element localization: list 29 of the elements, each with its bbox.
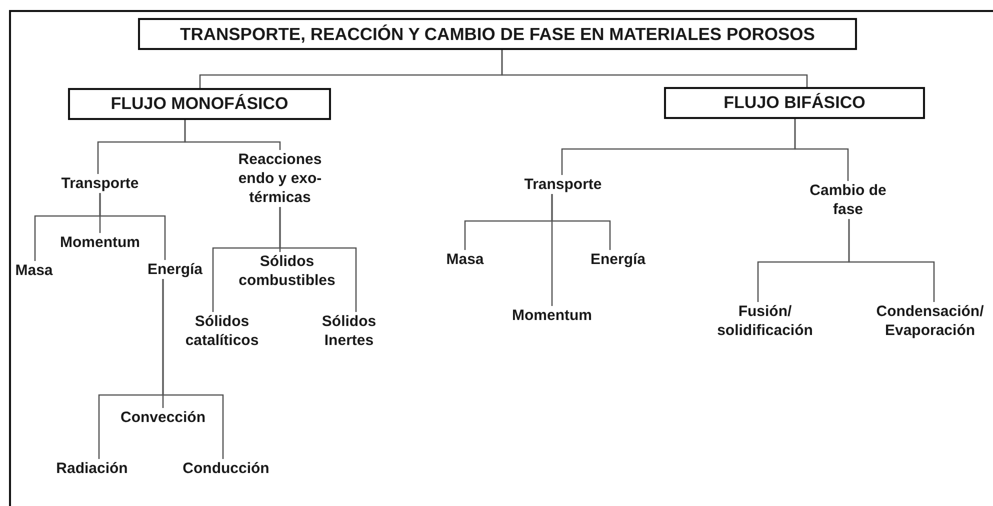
node-label: Transporte [50,174,150,193]
connector-line [794,119,849,181]
connector-line [501,50,808,87]
node-label: Cambio de fase [798,181,898,219]
connector-line [551,194,611,250]
connector-line [162,279,224,459]
connector-line [848,219,935,302]
node-label: Sólidos combustibles [227,252,347,290]
node-label: Condensación/ Evaporación [868,302,992,340]
node-label: Energía [135,260,215,279]
node-label: Radiación [50,459,134,478]
node-label: Fusión/ solidificación [703,302,827,340]
connector-line [184,120,281,150]
category-box: FLUJO MONOFÁSICO [68,88,331,120]
node-label: Sólidos catalíticos [167,312,277,350]
node-label: Energía [578,250,658,269]
node-label: Reacciones endo y exo- térmicas [225,150,335,207]
node-label: Conducción [178,459,274,478]
node-label: Sólidos Inertes [309,312,389,350]
node-label: Masa [440,250,490,269]
node-label: Momentum [507,306,597,325]
node-label: Convección [113,408,213,427]
node-label: Momentum [55,233,145,252]
category-box: FLUJO BIFÁSICO [664,87,925,119]
title-box: TRANSPORTE, REACCIÓN Y CAMBIO DE FASE EN MATERIALES POROSOS [138,18,857,50]
connector-line [99,193,166,260]
connector-line [279,207,357,312]
node-label: Masa [10,261,58,280]
node-label: Transporte [513,175,613,194]
